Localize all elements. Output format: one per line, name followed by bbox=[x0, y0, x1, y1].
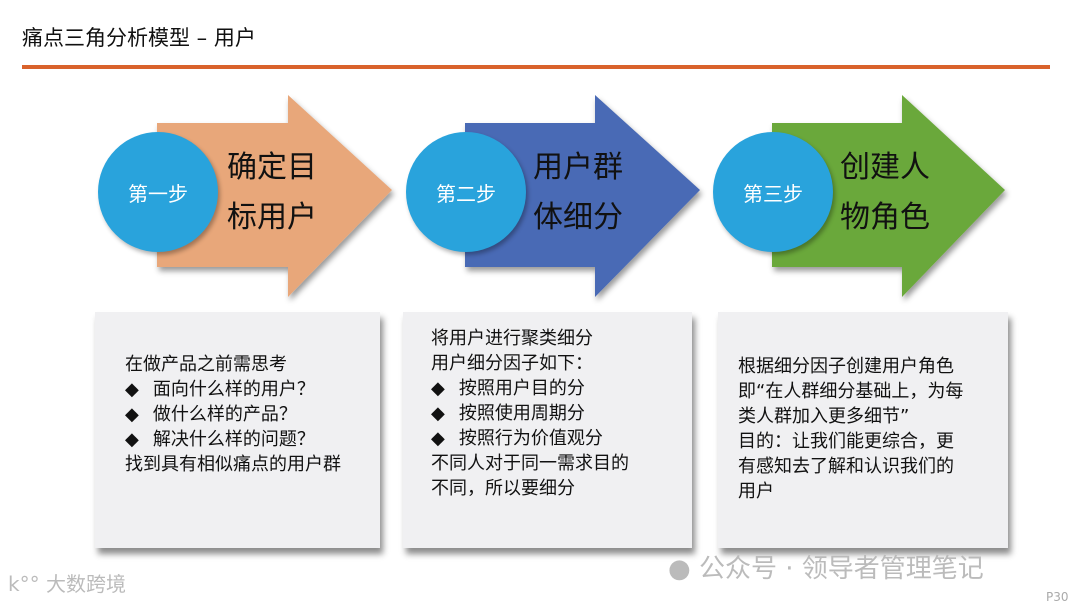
page-number: P30 bbox=[1046, 590, 1069, 604]
arrow-step-1 bbox=[157, 95, 392, 297]
list-item: ◆按照使用周期分 bbox=[431, 403, 585, 424]
list-item: ◆按照行为价值观分 bbox=[431, 428, 603, 449]
step-badge-3: 第三步 bbox=[713, 132, 833, 252]
title-divider bbox=[22, 65, 1050, 69]
step-badge-1: 第一步 bbox=[98, 132, 218, 252]
step-title-2: 用户群体细分 bbox=[533, 150, 623, 235]
list-item: ◆按照用户目的分 bbox=[431, 378, 585, 399]
list-item: ◆解决什么样的问题？ bbox=[125, 429, 315, 450]
arrow-step-2 bbox=[465, 95, 700, 297]
page-title: 痛点三角分析模型 – 用户 bbox=[22, 26, 256, 50]
step-3-description: 根据细分因子创建用户角色即“在人群细分基础上，为每类人群加入更多细节” 目的：让… bbox=[718, 312, 1008, 548]
arrows bbox=[157, 95, 1005, 297]
list-item: ◆做什么样的产品？ bbox=[125, 404, 297, 425]
step-title-1: 确定目标用户 bbox=[227, 150, 317, 235]
wechat-watermark: ● 公众号 · 领导者管理笔记 bbox=[668, 554, 984, 584]
wechat-icon: ● bbox=[668, 554, 691, 584]
arrow-step-3 bbox=[772, 95, 1005, 297]
list-item: ◆面向什么样的用户？ bbox=[125, 379, 315, 400]
logo-watermark: k°° 大数跨境 bbox=[8, 572, 126, 596]
step-title-3: 创建人物角色 bbox=[840, 150, 930, 235]
step-2-description: 将用户进行聚类细分 用户细分因子如下： ◆按照用户目的分 ◆按照使用周期分 ◆按… bbox=[403, 312, 692, 548]
step-1-description: 在做产品之前需思考 ◆面向什么样的用户？ ◆做什么样的产品？ ◆解决什么样的问题… bbox=[95, 312, 380, 548]
step-badge-2: 第二步 bbox=[406, 132, 526, 252]
logo-icon: k°° bbox=[8, 572, 40, 596]
